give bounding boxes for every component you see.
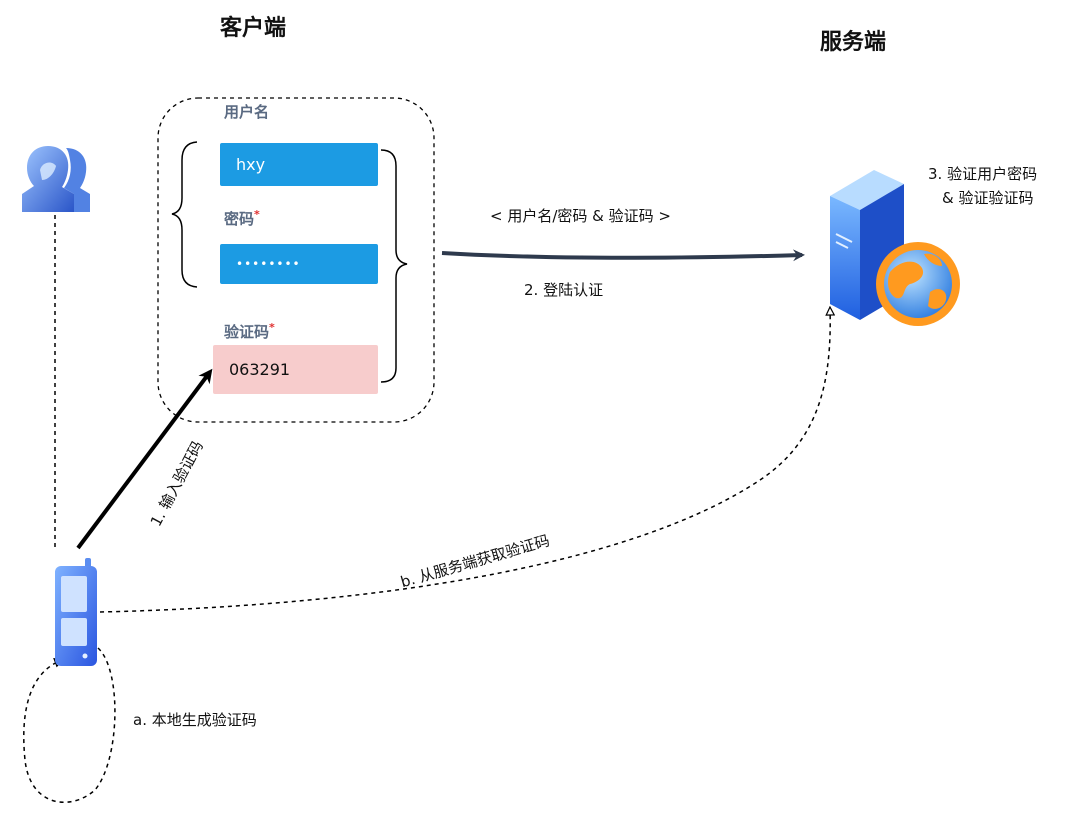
fetch-captcha-curve <box>99 308 830 613</box>
password-label: 密码 <box>224 210 255 228</box>
login-request-arrow <box>441 249 805 262</box>
mobile-phone-icon <box>55 558 97 666</box>
captcha-input[interactable]: 063291 <box>213 345 378 394</box>
password-input[interactable]: •••••••• <box>220 244 378 284</box>
login-auth-label: 2. 登陆认证 <box>524 281 604 299</box>
right-brace <box>380 149 408 383</box>
captcha-label-wrap: 验证码* <box>224 321 275 342</box>
server-globe-icon <box>830 170 960 326</box>
password-label-wrap: 密码* <box>224 208 260 229</box>
password-required-mark: * <box>254 208 260 221</box>
server-heading: 服务端 <box>820 30 887 55</box>
request-payload-label: < 用户名/密码 & 验证码 > <box>490 207 671 225</box>
server-verify-note-line2: & 验证验证码 <box>942 189 1034 207</box>
left-brace <box>171 141 198 288</box>
client-form-container <box>157 97 435 423</box>
local-generate-label: a. 本地生成验证码 <box>133 711 257 729</box>
server-verify-note-line1: 3. 验证用户密码 <box>928 165 1038 183</box>
users-icon <box>22 146 90 212</box>
input-captcha-arrow <box>76 368 213 550</box>
captcha-label: 验证码 <box>224 323 270 341</box>
username-input[interactable]: hxy <box>220 143 378 186</box>
local-generate-loop <box>23 647 116 804</box>
client-heading: 客户端 <box>220 16 287 41</box>
captcha-required-mark: * <box>269 321 275 334</box>
username-label: 用户名 <box>224 103 270 121</box>
